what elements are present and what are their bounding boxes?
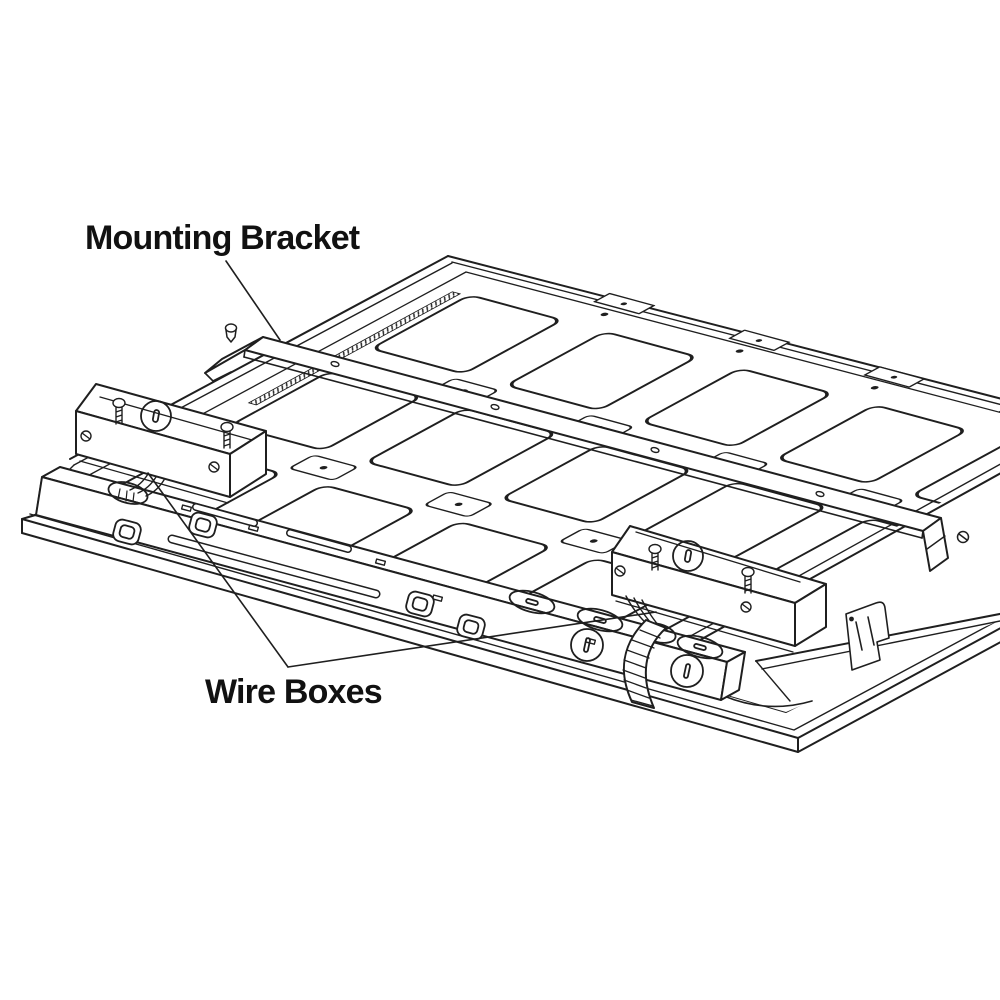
channel-slot-marks (180, 504, 597, 645)
wire-hole-left (107, 481, 149, 505)
channel-clips (112, 511, 486, 641)
latch-bracket (845, 601, 890, 671)
channel-front-knockouts (570, 628, 704, 688)
flex-conduit (622, 619, 667, 709)
knockout-left-box (140, 400, 172, 432)
leader-lines (147, 260, 657, 668)
channel-slots (167, 503, 381, 599)
left-box-wires (129, 473, 165, 497)
wire-boxes-leader-right (287, 611, 657, 668)
loose-screw (224, 323, 238, 343)
wire-boxes-leader-left (147, 472, 289, 668)
knockout-right-box (672, 540, 704, 572)
wire-boxes-label: Wire Boxes (205, 673, 382, 711)
driver-channel (35, 466, 746, 701)
left-box-screws (80, 397, 234, 473)
bracket-holes (330, 360, 825, 498)
mounting-bracket (204, 323, 970, 572)
wire-box-left (75, 383, 267, 504)
mounting-bracket-label: Mounting Bracket (85, 219, 360, 257)
wire-box-right (611, 525, 827, 653)
mounting-bracket-leader (225, 260, 281, 341)
bracket-screw (956, 530, 970, 544)
right-box-screws (614, 543, 755, 613)
